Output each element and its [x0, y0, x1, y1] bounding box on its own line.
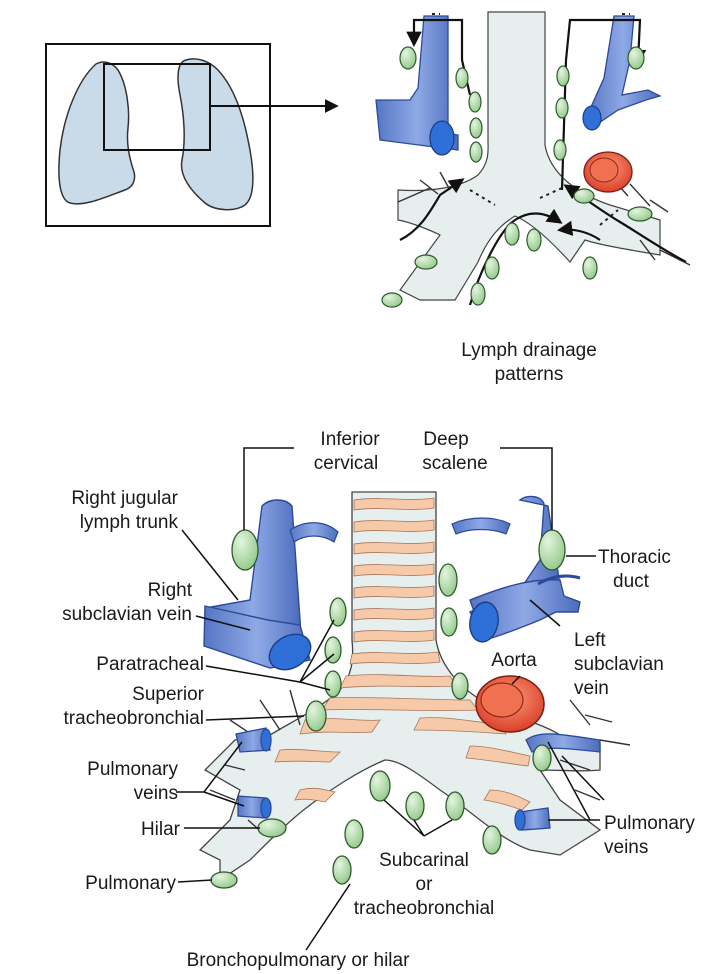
label-hilar: Hilar: [141, 819, 181, 840]
lymph-node: [469, 141, 483, 163]
label-subcarinal: Subcarinal: [379, 850, 469, 871]
detailed-diagram: Inferior cervical Deep scalene Right jug…: [62, 429, 695, 971]
lymph-node: [332, 855, 352, 885]
lymph-node: [324, 636, 342, 664]
lymph-node: [538, 529, 566, 571]
label-subcarinal-3: tracheobronchial: [354, 898, 494, 919]
label-right-jugular: Right jugular: [71, 488, 178, 509]
right-jugular-tributary: [289, 522, 339, 543]
thoracic-duct: [537, 574, 581, 586]
caption-line1: Lymph drainage: [461, 340, 597, 361]
lymph-node: [482, 825, 502, 855]
lymph-node: [573, 188, 595, 204]
label-thoracic-duct-2: duct: [613, 571, 650, 592]
label-deep-scalene: Deep: [423, 429, 468, 450]
lymph-node: [553, 139, 567, 161]
lymph-node: [438, 563, 458, 597]
label-right-subclavian: Right: [148, 580, 193, 601]
left-brachiocephalic-lumen: [469, 601, 499, 643]
lymph-node: [455, 67, 469, 89]
small-lymph-nodes: [381, 46, 653, 308]
lymph-node: [210, 871, 238, 889]
lymph-node: [440, 607, 458, 637]
pulmonary-vein-stubs: [235, 727, 601, 831]
lymph-node: [484, 256, 500, 280]
label-paratracheal: Paratracheal: [96, 654, 204, 675]
right-lung-shape: [58, 61, 136, 205]
lymph-node: [526, 228, 542, 252]
label-thoracic-duct: Thoracic: [598, 547, 671, 568]
lymph-node: [555, 97, 569, 119]
label-inferior-cervical: Inferior: [320, 429, 380, 450]
label-pulmonary-veins-right-2: veins: [604, 837, 648, 858]
detailed-lymph-nodes: [210, 529, 566, 889]
lymph-node: [414, 254, 438, 270]
lymph-node: [504, 222, 520, 246]
small-left-vein-lumen: [582, 105, 602, 131]
lymph-node: [369, 770, 391, 802]
diagram-labels: Inferior cervical Deep scalene Right jug…: [62, 429, 695, 971]
tracheal-cartilage: [274, 497, 531, 811]
label-left-subclavian: Left: [574, 630, 606, 651]
lymph-node: [445, 791, 465, 821]
drainage-patterns-small: Lymph drainage patterns: [375, 11, 691, 385]
bronchial-branch-lines: [209, 689, 631, 836]
lymph-node: [627, 206, 653, 222]
lymph-node: [344, 819, 364, 849]
label-bronchopulmonary: Bronchopulmonary or hilar: [187, 950, 411, 971]
aorta-lumen: [480, 682, 524, 718]
caption-line2: patterns: [495, 364, 564, 385]
lymph-node: [469, 117, 483, 139]
lymph-node: [405, 791, 425, 821]
lymph-node: [582, 256, 598, 280]
lymph-node: [470, 282, 486, 306]
label-pulmonary-veins-left: Pulmonary: [87, 759, 178, 780]
label-pulmonary: Pulmonary: [85, 873, 176, 894]
lymph-node: [329, 597, 347, 627]
lymph-node: [231, 529, 259, 571]
label-superior-tracheobronchial-2: tracheobronchial: [64, 708, 204, 729]
drainage-arrow: [468, 208, 563, 306]
label-pulmonary-veins-right: Pulmonary: [604, 813, 695, 834]
label-subcarinal-or: or: [416, 874, 434, 895]
drainage-arrow: [399, 178, 465, 241]
label-right-jugular-2: lymph trunk: [80, 512, 179, 533]
lymph-node: [305, 700, 327, 732]
drainage-arrow: [556, 220, 601, 241]
lymph-node: [324, 670, 342, 698]
left-lung-shape: [177, 58, 254, 211]
lymph-node: [257, 818, 287, 838]
right-brachiocephalic-lumen: [268, 633, 312, 671]
small-aorta-lumen: [589, 157, 619, 183]
label-left-subclavian-2: subclavian: [574, 654, 664, 675]
lymph-node: [468, 91, 482, 113]
small-dotted-line: [469, 189, 496, 206]
chest-thumbnail: [45, 43, 339, 227]
label-pulmonary-veins-left-2: veins: [134, 783, 178, 804]
lymph-node: [451, 672, 469, 700]
label-aorta: Aorta: [491, 650, 537, 671]
lymph-node: [399, 46, 417, 70]
lymph-node: [556, 65, 570, 87]
label-right-subclavian-2: subclavian vein: [62, 604, 192, 625]
label-left-subclavian-3: vein: [574, 678, 609, 699]
lymph-node: [532, 744, 552, 772]
lymph-node: [627, 46, 645, 70]
left-tributary-tube: [451, 517, 511, 535]
label-inferior-cervical-2: cervical: [314, 453, 378, 474]
lymph-node: [381, 292, 403, 308]
label-deep-scalene-2: scalene: [422, 453, 488, 474]
label-superior-tracheobronchial: Superior: [132, 684, 204, 705]
leader-lines: [176, 447, 605, 951]
small-right-vein-lumen: [429, 120, 455, 156]
